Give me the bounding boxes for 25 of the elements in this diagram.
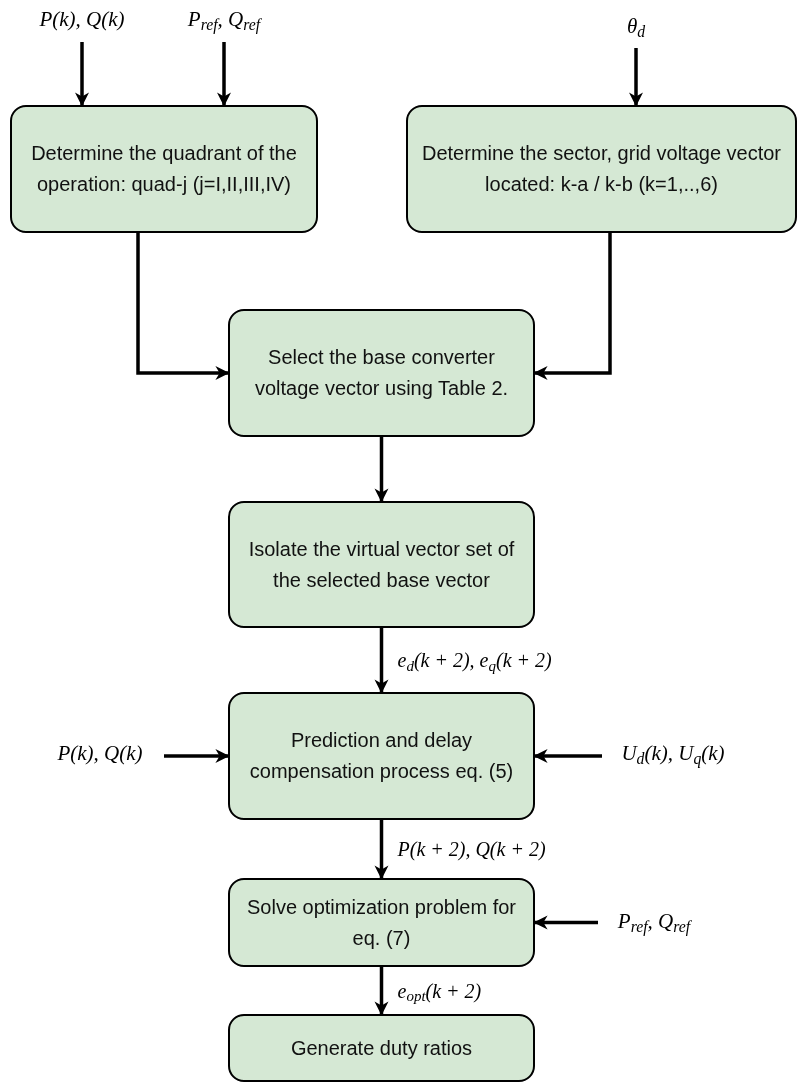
process-box: Isolate the virtual vector set of the selected base vector bbox=[228, 501, 535, 628]
arrow bbox=[374, 628, 389, 694]
input-label: P$_{ref}$, Q$_{ref}$ bbox=[168, 2, 280, 38]
arrow bbox=[533, 233, 612, 380]
input-label: P$_{ref}$, Q$_{ref}$ bbox=[598, 904, 710, 940]
input-label: U$_{d}$(k), U$_{q}$(k) bbox=[602, 737, 744, 771]
arrow bbox=[374, 820, 389, 880]
process-box: Determine the quadrant of the operation: quad-j (j=I,II,III,IV) bbox=[10, 105, 318, 233]
process-box: Solve optimization problem for eq. (7) bbox=[228, 878, 535, 967]
arrow bbox=[75, 42, 89, 107]
input-label: P(k), Q(k) bbox=[26, 2, 138, 38]
arrow bbox=[374, 437, 389, 503]
input-label: θ$_{d}$ bbox=[606, 10, 666, 44]
arrow bbox=[533, 915, 598, 930]
process-box: Prediction and delay compensation process eq. (5) bbox=[228, 692, 535, 820]
process-box: Generate duty ratios bbox=[228, 1014, 535, 1082]
arrow bbox=[136, 233, 230, 380]
arrow bbox=[533, 749, 602, 763]
input-label: P(k), Q(k) bbox=[40, 737, 160, 771]
process-box: Determine the sector, grid voltage vector located: k-a / k-b (k=1,..,6) bbox=[406, 105, 797, 233]
arrow bbox=[217, 42, 231, 107]
arrow bbox=[629, 48, 643, 107]
process-box: Select the base converter voltage vector using Table 2. bbox=[228, 309, 535, 437]
arrow bbox=[164, 749, 230, 763]
arrow bbox=[374, 967, 389, 1016]
